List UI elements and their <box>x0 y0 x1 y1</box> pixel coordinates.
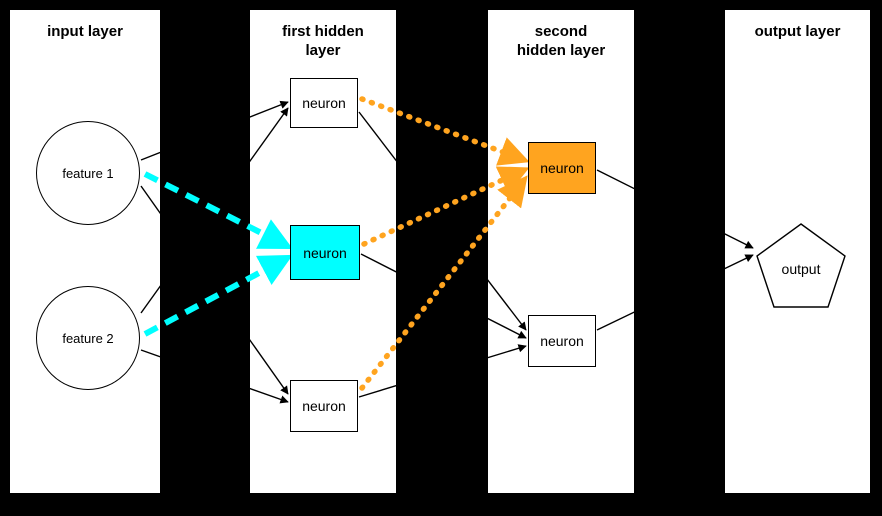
node-hidden1-neuron-2[interactable]: neuron <box>290 225 360 280</box>
layer-panel-hidden-2 <box>488 10 634 493</box>
node-hidden2-neuron-1-label: neuron <box>540 160 584 176</box>
node-hidden2-neuron-2-label: neuron <box>540 333 584 349</box>
node-hidden1-neuron-1-label: neuron <box>302 95 346 111</box>
layer-title-hidden-2: second hidden layer <box>516 23 606 59</box>
pentagon-shape <box>756 223 846 308</box>
layer-title-hidden-1: first hidden layer <box>282 23 364 59</box>
node-feature-2-label: feature 2 <box>62 330 114 346</box>
node-hidden1-neuron-1[interactable]: neuron <box>290 78 358 128</box>
node-hidden1-neuron-2-label: neuron <box>303 244 347 261</box>
node-feature-2[interactable]: feature 2 <box>36 286 140 390</box>
layer-title-input: input layer <box>47 23 123 40</box>
node-feature-1-label: feature 1 <box>62 165 114 181</box>
node-hidden1-neuron-3-label: neuron <box>302 398 346 414</box>
node-hidden2-neuron-2[interactable]: neuron <box>528 315 596 367</box>
node-output[interactable]: output <box>755 222 847 310</box>
layer-panel-input <box>10 10 160 493</box>
node-output-label: output <box>781 261 821 277</box>
node-hidden2-neuron-1[interactable]: neuron <box>528 142 596 194</box>
node-feature-1[interactable]: feature 1 <box>36 121 140 225</box>
node-hidden1-neuron-3[interactable]: neuron <box>290 380 358 432</box>
layer-title-output: output layer <box>754 23 841 40</box>
